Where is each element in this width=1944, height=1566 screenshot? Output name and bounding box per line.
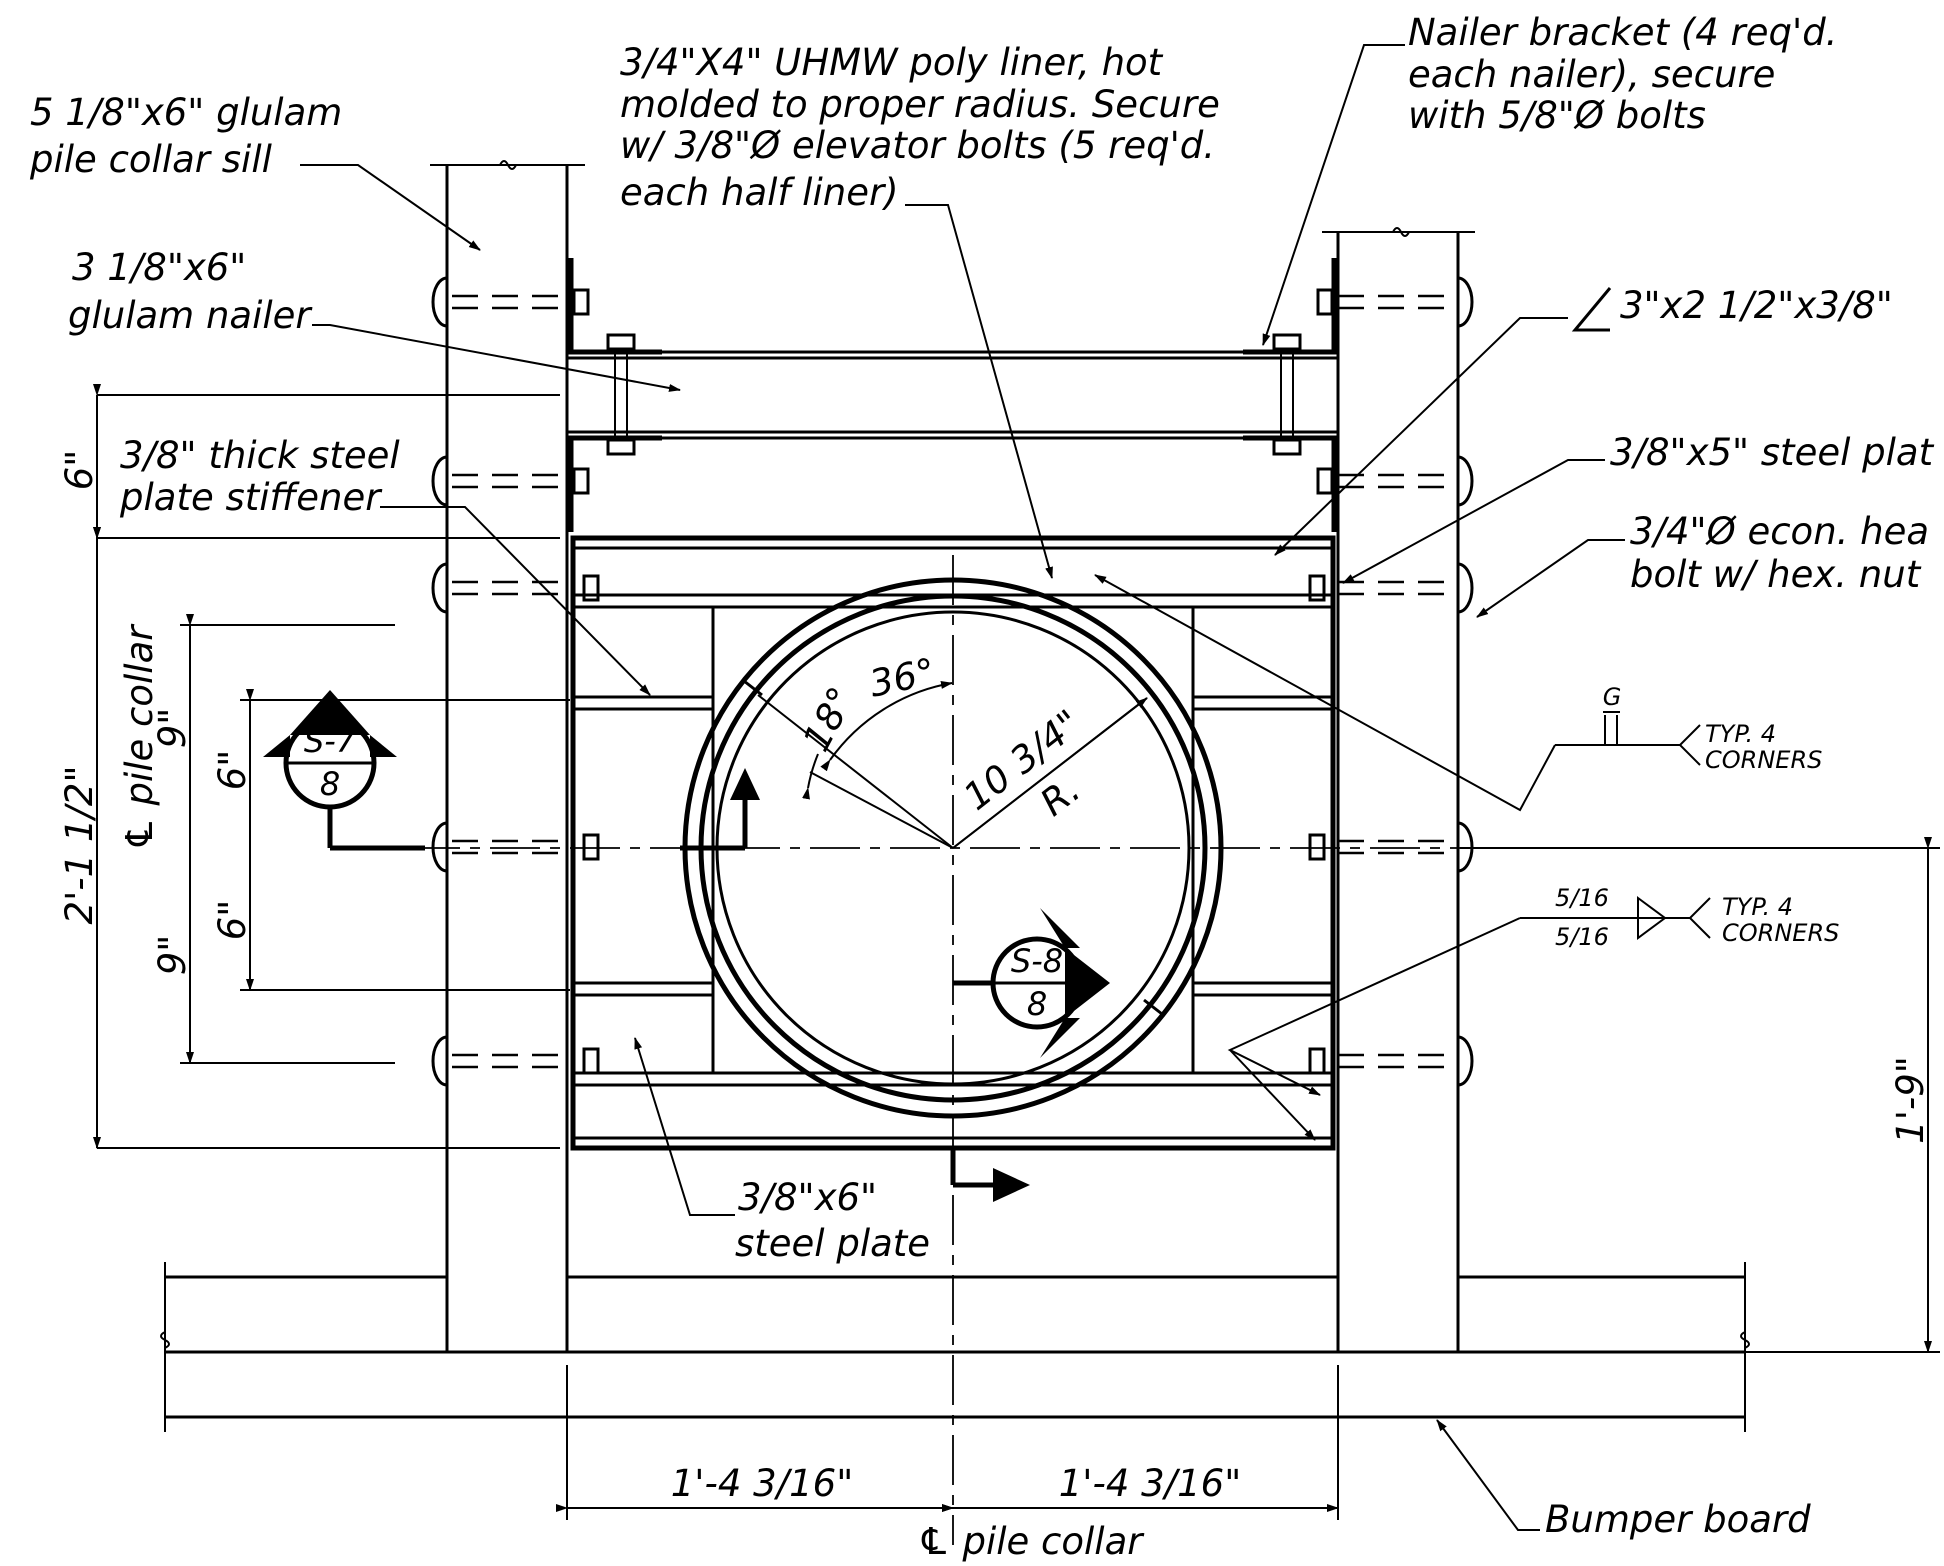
callout-glulam-nailer-line1: 3 1/8"x6" bbox=[72, 246, 246, 289]
dim-left-6-lower: 6" bbox=[211, 900, 254, 941]
callout-steel-plate-6: 3/8"x6" steel plate bbox=[634, 1037, 930, 1265]
weld-fillet-top: 5/16 bbox=[1555, 884, 1609, 912]
section-s7-bottom: 8 bbox=[320, 765, 340, 803]
callout-plate-stiffener-line2: plate stiffener bbox=[119, 476, 383, 519]
pile-collar-cl-vertical: ℄ pile collar bbox=[118, 623, 161, 851]
callout-glulam-sill-line2: pile collar sill bbox=[29, 138, 273, 181]
dim-width-left: 1'-4 3/16" bbox=[671, 1462, 853, 1505]
section-s8-bottom: 8 bbox=[1027, 985, 1047, 1023]
section-mark-s7: S-7 8 bbox=[263, 690, 425, 851]
section-cut-arrows bbox=[680, 768, 1030, 1202]
dim-right-height: 1'-9" bbox=[1889, 1056, 1932, 1144]
callout-glulam-sill: 5 1/8"x6" glulam pile collar sill bbox=[29, 91, 481, 251]
dim-overall-height: 2'-1 1/2" bbox=[58, 766, 101, 925]
callout-nailer-bracket-line3: with 5/8"Ø bolts bbox=[1408, 94, 1706, 137]
callout-plate-stiffener-line1: 3/8" thick steel bbox=[120, 434, 400, 477]
weld-groove-label: G bbox=[1603, 683, 1622, 711]
callout-glulam-nailer: 3 1/8"x6" glulam nailer bbox=[68, 246, 681, 392]
callout-uhmw-liner-line1: 3/4"X4" UHMW poly liner, hot bbox=[620, 41, 1164, 84]
callout-head-bolt-line1: 3/4"Ø econ. hea bbox=[1630, 510, 1929, 553]
callout-nailer-bracket: Nailer bracket (4 req'd. each nailer), s… bbox=[1262, 11, 1837, 346]
weld-fillet-note-line2: CORNERS bbox=[1722, 919, 1839, 947]
weld-fillet-bottom: 5/16 bbox=[1555, 923, 1609, 951]
through-bolts bbox=[431, 276, 1474, 1087]
dim-angle-18: 18° bbox=[795, 680, 864, 758]
left-glulam-sill bbox=[430, 160, 585, 1352]
callout-nailer-bracket-line2: each nailer), secure bbox=[1408, 53, 1775, 96]
callout-nailer-bracket-line1: Nailer bracket (4 req'd. bbox=[1408, 11, 1837, 54]
dim-left-6-upper: 6" bbox=[211, 750, 254, 791]
callout-bumper-board-text: Bumper board bbox=[1545, 1498, 1811, 1541]
callout-bumper-board: Bumper board bbox=[1436, 1419, 1811, 1541]
weld-fillet-note-line1: TYP. 4 bbox=[1722, 893, 1793, 921]
callout-steel-plate-6-line1: 3/8"x6" bbox=[738, 1176, 877, 1219]
callout-angle-text: 3"x2 1/2"x3/8" bbox=[1620, 284, 1893, 327]
dim-left-9-lower: 9" bbox=[151, 935, 194, 976]
callout-plate-stiffener: 3/8" thick steel plate stiffener bbox=[119, 434, 651, 696]
pile-collar-cl: ℄ pile collar bbox=[918, 1520, 1146, 1563]
callout-steel-plate-5-text: 3/8"x5" steel plat bbox=[1610, 431, 1935, 474]
callout-uhmw-liner-line3: w/ 3/8"Ø elevator bolts (5 req'd. bbox=[620, 124, 1215, 167]
structure bbox=[160, 160, 1940, 1545]
right-glulam-sill bbox=[1322, 227, 1475, 1352]
dim-left-9-upper: 9" bbox=[151, 708, 194, 749]
section-mark-s8: S-8 8 bbox=[953, 908, 1110, 1058]
dim-width-right: 1'-4 3/16" bbox=[1059, 1462, 1241, 1505]
section-s8-top: S-8 bbox=[1011, 942, 1063, 980]
callout-glulam-nailer-line2: glulam nailer bbox=[68, 294, 313, 337]
section-s7-top: S-7 bbox=[304, 722, 357, 760]
nailer-brackets bbox=[568, 258, 1337, 532]
callout-steel-plate-5: 3/8"x5" steel plat bbox=[1342, 431, 1935, 584]
callout-uhmw-liner-line4: each half liner) bbox=[620, 171, 899, 214]
callout-head-bolt-line2: bolt w/ hex. nut bbox=[1630, 553, 1922, 596]
bumper-board bbox=[160, 1262, 1750, 1432]
weld-groove-symbol: G TYP. 4 CORNERS bbox=[1094, 574, 1822, 812]
callout-uhmw-liner-line2: molded to proper radius. Secure bbox=[620, 83, 1220, 126]
callout-head-bolt: 3/4"Ø econ. hea bolt w/ hex. nut bbox=[1476, 510, 1929, 618]
weld-groove-note-line2: CORNERS bbox=[1705, 746, 1822, 774]
dim-angle-36: 36° bbox=[866, 650, 939, 706]
callout-angle: 3"x2 1/2"x3/8" bbox=[1274, 284, 1893, 556]
callout-steel-plate-6-line2: steel plate bbox=[735, 1222, 930, 1265]
weld-groove-note-line1: TYP. 4 bbox=[1705, 720, 1776, 748]
dim-radius-suffix: R. bbox=[1032, 768, 1088, 825]
callout-uhmw-liner: 3/4"X4" UHMW poly liner, hot molded to p… bbox=[620, 41, 1220, 579]
glulam-nailer bbox=[565, 350, 1340, 440]
weld-fillet-symbol: 5/16 5/16 TYP. 4 CORNERS bbox=[1227, 884, 1839, 1141]
dim-top-6: 6" bbox=[58, 450, 101, 491]
callout-glulam-sill-line1: 5 1/8"x6" glulam bbox=[30, 91, 342, 134]
